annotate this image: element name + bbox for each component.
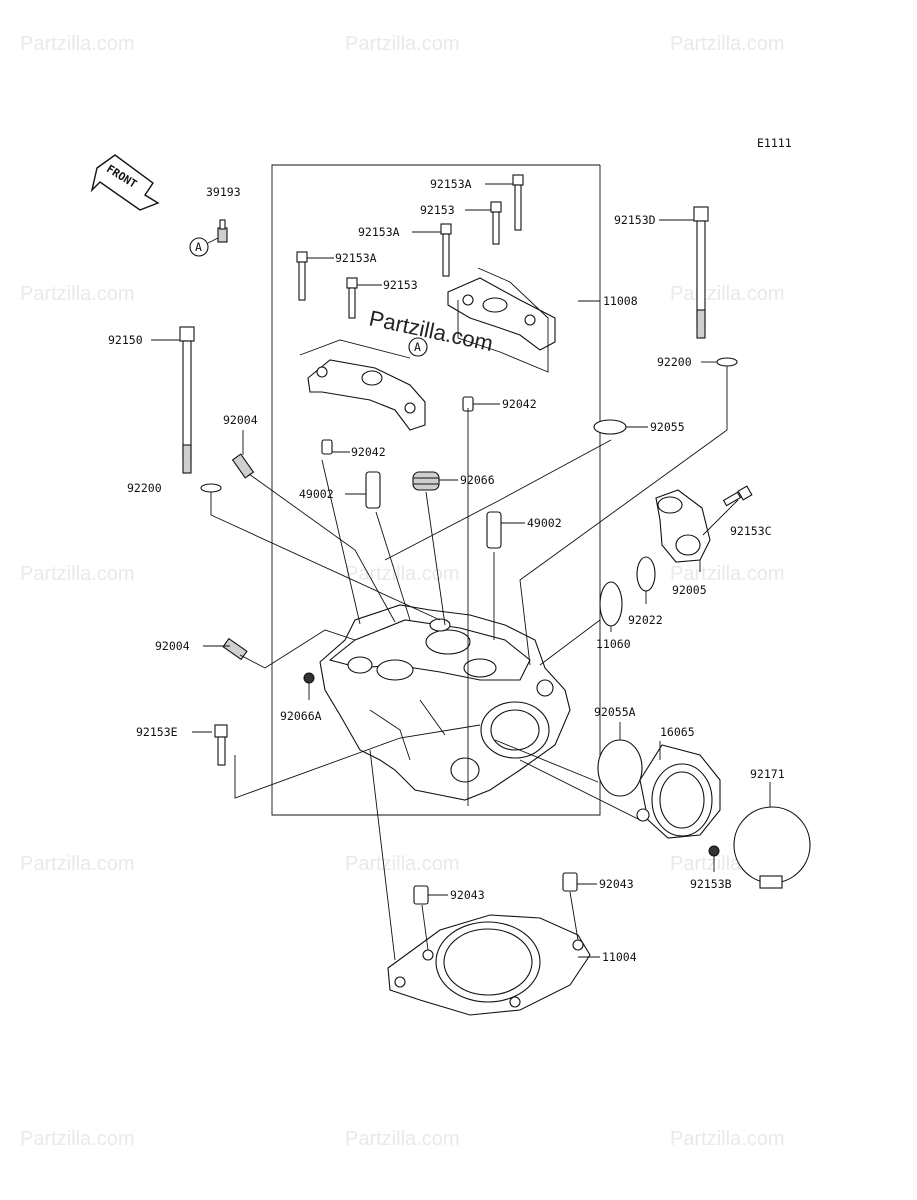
label-92200: 92200 [657, 355, 692, 369]
label-92004: 92004 [223, 413, 258, 427]
plug-92066a [303, 672, 315, 684]
clamp-92171 [733, 806, 811, 889]
cylinder-head-11008 [319, 604, 571, 801]
stud-92004-upper [231, 453, 255, 479]
label-92153a: 92153A [335, 251, 377, 265]
watermark: Partzilla.com [345, 1128, 459, 1150]
label-92153: 92153 [420, 203, 455, 217]
label-92066a: 92066A [280, 709, 322, 723]
bolt-92153a-right [512, 174, 524, 231]
diagram-code: E1111 [757, 136, 792, 150]
label-92171: 92171 [750, 767, 785, 781]
watermark: Partzilla.com [345, 853, 459, 875]
watermark: Partzilla.com [345, 33, 459, 55]
leader-lines [151, 183, 771, 961]
front-arrow-icon: FRONT [90, 154, 160, 211]
label-92150: 92150 [108, 333, 143, 347]
label-49002: 49002 [527, 516, 562, 530]
watermark: Partzilla.com [20, 283, 134, 305]
label-49002: 49002 [299, 487, 334, 501]
watermark: Partzilla.com [670, 283, 784, 305]
bolt-92153b [708, 845, 720, 857]
watermark: Partzilla.com [670, 1128, 784, 1150]
bolt-92153-right [490, 201, 502, 245]
watermark: Partzilla.com [20, 33, 134, 55]
bolt-92153e [214, 724, 228, 766]
head-gasket-11004 [387, 914, 591, 1016]
stud-92004-lower [222, 637, 248, 661]
intake-holder-16065 [636, 744, 721, 839]
label-92200: 92200 [127, 481, 162, 495]
bolt-92153a-left [296, 251, 308, 301]
plug-92066 [412, 471, 440, 491]
watermark: Partzilla.com [345, 563, 459, 585]
ref-marker-label: A [195, 240, 202, 254]
bolt-92153a-mid [440, 223, 452, 277]
label-92153b: 92153B [690, 877, 732, 891]
ref-marker-a-icon [189, 237, 209, 257]
ref-marker-label: A [414, 340, 421, 354]
label-39193: 39193 [206, 185, 241, 199]
cam-cap-left [307, 359, 426, 431]
watermark: Partzilla.com [670, 563, 784, 585]
label-11008: 11008 [603, 294, 638, 308]
watermark: Partzilla.com [20, 563, 134, 585]
washer-92200-left [200, 483, 222, 493]
label-92153c: 92153C [730, 524, 772, 538]
label-92005: 92005 [672, 583, 707, 597]
label-92043: 92043 [599, 877, 634, 891]
label-92022: 92022 [628, 613, 663, 627]
cam-cap-right [447, 277, 556, 351]
label-92055: 92055 [650, 420, 685, 434]
o-ring-92055a [597, 739, 643, 797]
label-92004: 92004 [155, 639, 190, 653]
label-92055a: 92055A [594, 705, 636, 719]
watermark: Partzilla.com [670, 33, 784, 55]
label-92153a: 92153A [358, 225, 400, 239]
label-92066: 92066 [460, 473, 495, 487]
valve-guide-49002-left [365, 471, 381, 509]
head-bolt-92150 [179, 326, 195, 474]
o-ring-92022 [636, 556, 656, 592]
ref-marker-a-icon [408, 337, 428, 357]
washer-92200-right [716, 357, 738, 367]
label-92042: 92042 [351, 445, 386, 459]
valve-guide-49002-right [486, 511, 502, 549]
dowel-92042-lower [321, 439, 333, 455]
seal-11060 [599, 581, 623, 627]
label-11060: 11060 [596, 637, 631, 651]
label-92153e: 92153E [136, 725, 178, 739]
dowel-92043-left [413, 885, 429, 905]
watermark: Partzilla.com [20, 1128, 134, 1150]
dowel-92043-right [562, 872, 578, 892]
bolt-92153-left [346, 277, 358, 319]
part-39193-bolt [217, 219, 228, 243]
label-11004: 11004 [602, 950, 637, 964]
label-92153: 92153 [383, 278, 418, 292]
watermark: Partzilla.com [20, 853, 134, 875]
label-92153d: 92153D [614, 213, 656, 227]
head-bolt-92153d [693, 206, 709, 339]
part-labels: 39193 92153A 92153 92153A 92153A 92153 1… [108, 177, 785, 964]
water-outlet-92005 [655, 489, 711, 563]
bolt-92153c [722, 485, 753, 507]
label-92042: 92042 [502, 397, 537, 411]
label-16065: 16065 [660, 725, 695, 739]
label-92153a: 92153A [430, 177, 472, 191]
o-ring-92055 [593, 419, 627, 435]
label-92043: 92043 [450, 888, 485, 902]
